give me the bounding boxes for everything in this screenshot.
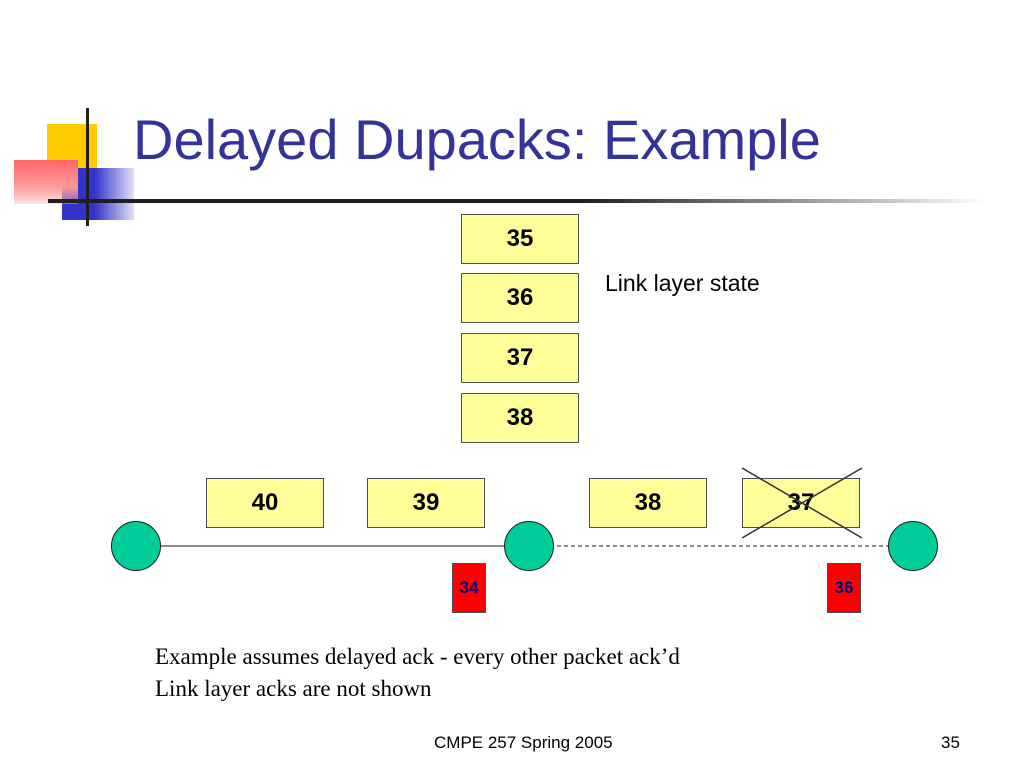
title-underline [88,199,988,203]
base-station-node [504,521,554,571]
buffer-packet: 38 [461,393,579,443]
horizontal-line-decoration [48,199,88,203]
ack-packet: 34 [452,563,486,613]
note-line: Example assumes delayed ack - every othe… [155,644,680,669]
cross-line [741,467,863,539]
buffer-packet: 35 [461,214,579,264]
sender-node [111,521,161,571]
packet-in-flight: 40 [206,478,324,528]
buffer-packet: 37 [461,333,579,383]
footer-course: CMPE 257 Spring 2005 [434,733,613,752]
packet-in-flight: 39 [367,478,485,528]
lost-packet: 37 [742,478,860,528]
red-square-decoration [14,160,78,204]
slide-title: Delayed Dupacks: Example [133,108,821,171]
vertical-line-decoration [86,108,89,226]
receiver-node [888,521,938,571]
buffer-packet: 36 [461,273,579,323]
packet-in-flight: 38 [589,478,707,528]
page-number: 35 [941,733,960,752]
note-line: Link layer acks are not shown [155,676,432,701]
ack-packet: 36 [827,563,861,613]
link-layer-state-label: Link layer state [605,270,760,296]
